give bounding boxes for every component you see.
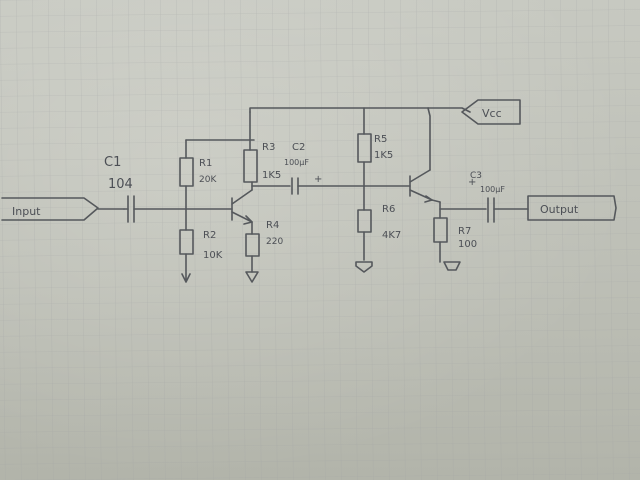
- r7-value: 100: [458, 239, 477, 250]
- r4-ground-symbol: [245, 271, 259, 283]
- vcc-port: Vcc: [461, 99, 521, 125]
- emitter-wire-q2: [431, 199, 441, 203]
- r5-ref: R5: [374, 134, 387, 145]
- c3-polarity: +: [468, 177, 476, 188]
- input-port: Input: [1, 197, 99, 221]
- r1-ref: R1: [199, 158, 212, 169]
- r6-value: 4K7: [382, 230, 401, 241]
- r6-ground-symbol: [355, 261, 373, 273]
- collector-wire-q2: [427, 107, 431, 171]
- c2-polarity: +: [314, 174, 322, 185]
- r2-value: 10K: [203, 250, 223, 261]
- c1-ref: C1: [104, 155, 121, 170]
- r6-ref: R6: [382, 204, 395, 215]
- r7-ref: R7: [458, 226, 471, 237]
- r4-value: 220: [266, 237, 283, 247]
- output-port-label: Output: [540, 203, 579, 216]
- r1-value: 20K: [199, 175, 217, 185]
- capacitor-c3: + C3 100μF: [468, 171, 505, 223]
- c1-value: 104: [108, 177, 133, 192]
- c3-ref: C3: [470, 171, 482, 181]
- vcc-label: Vcc: [482, 107, 502, 120]
- r2-ground-arrow: [181, 253, 191, 283]
- c2-value: 100μF: [284, 158, 309, 167]
- r5-value: 1K5: [374, 150, 393, 161]
- c2-ref: C2: [292, 142, 305, 153]
- resistor-r3: R3 1K5: [243, 142, 281, 183]
- r4-ref: R4: [266, 220, 279, 231]
- output-port: Output: [527, 195, 617, 221]
- c3-value: 100μF: [480, 185, 505, 194]
- input-port-label: Input: [12, 205, 41, 218]
- r3-ref: R3: [262, 142, 275, 153]
- r2-ref: R2: [203, 230, 216, 241]
- r7-ground-symbol: [443, 261, 461, 271]
- r3-value: 1K5: [262, 170, 281, 181]
